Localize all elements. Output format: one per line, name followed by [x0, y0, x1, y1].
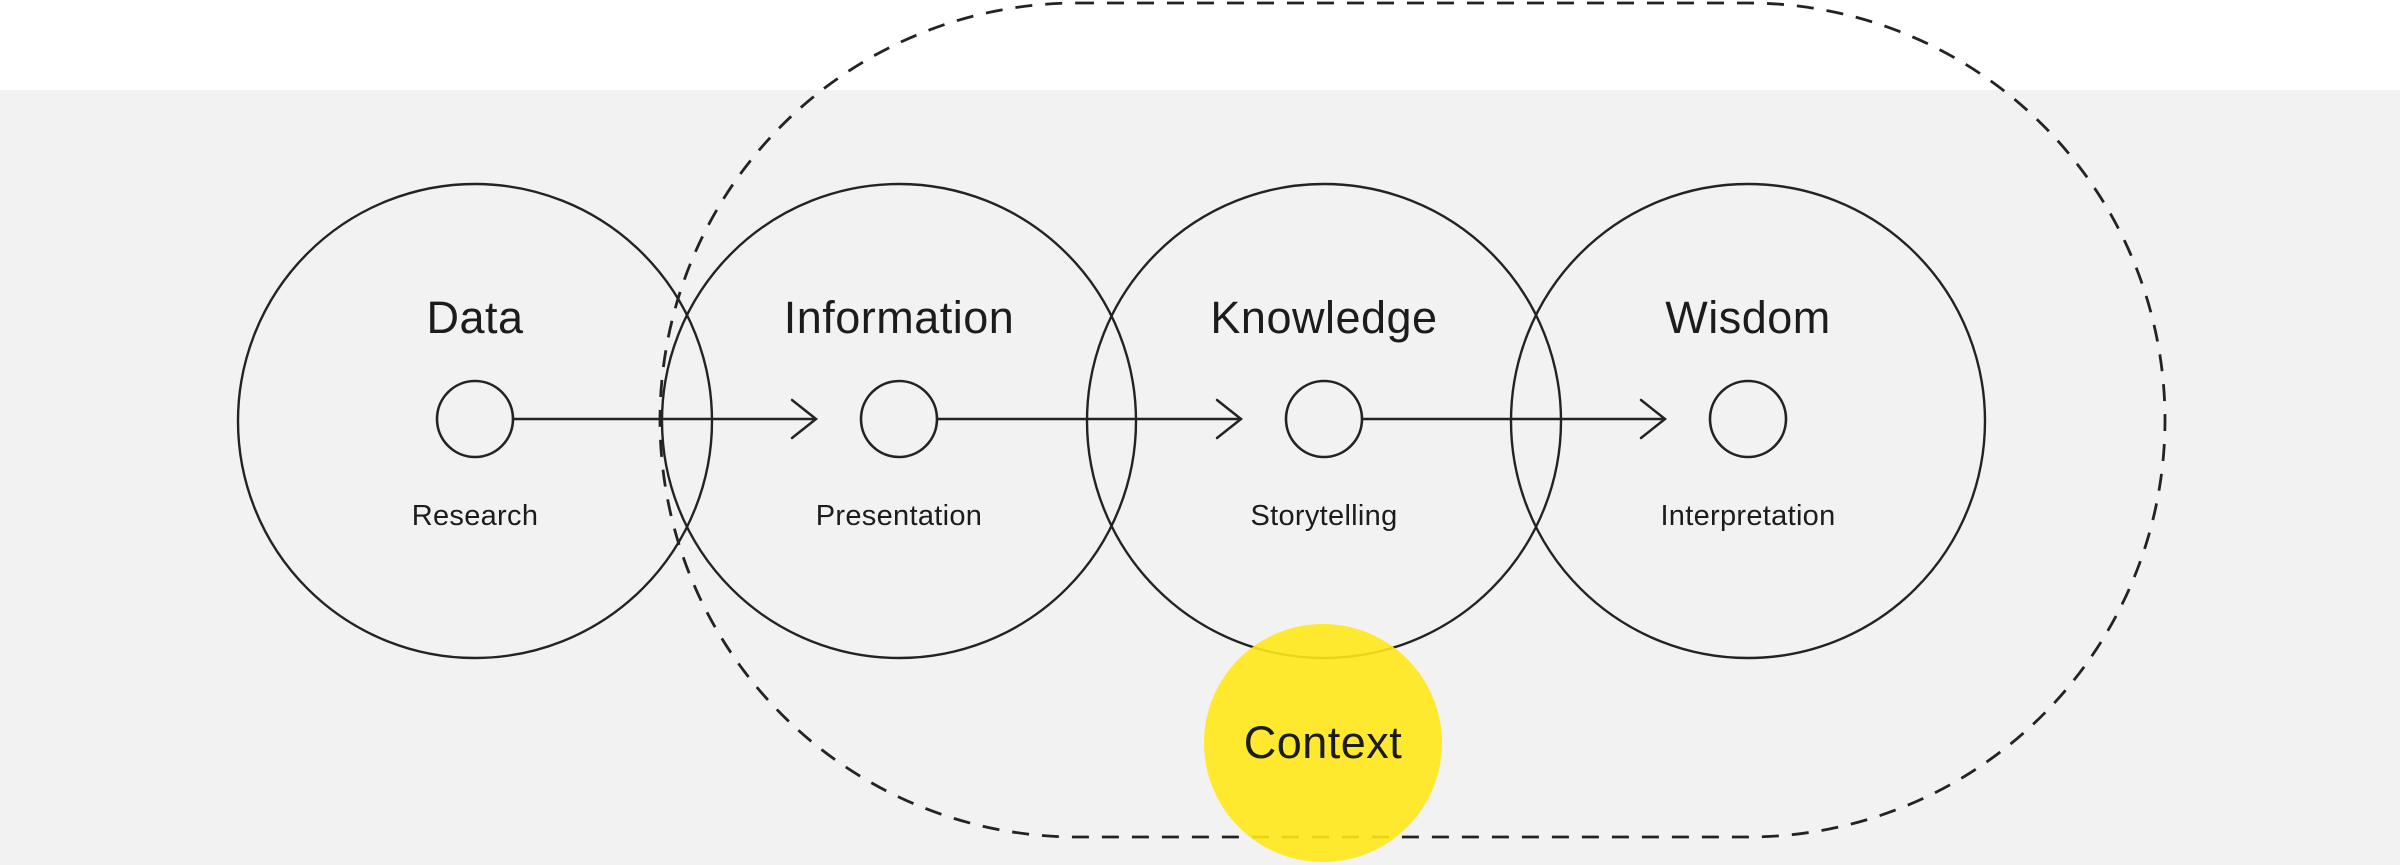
stage-sublabel-research: Research — [412, 500, 539, 532]
arrow-knowledge-to-wisdom — [1362, 398, 1668, 440]
information-node-circle — [859, 379, 939, 459]
stage-sublabel-interpretation: Interpretation — [1660, 500, 1835, 532]
top-white-band — [0, 0, 2400, 90]
knowledge-node-circle — [1284, 379, 1364, 459]
arrow-data-to-information — [513, 398, 819, 440]
wisdom-node-circle — [1708, 379, 1788, 459]
stage-title-knowledge: Knowledge — [1210, 292, 1437, 343]
stage-title-information: Information — [784, 292, 1015, 343]
context-label: Context — [1244, 717, 1403, 768]
stage-sublabel-presentation: Presentation — [816, 500, 982, 532]
information-circle — [660, 182, 1138, 660]
arrow-information-to-knowledge — [937, 398, 1244, 440]
data-node-circle — [435, 379, 515, 459]
wisdom-circle — [1509, 182, 1987, 660]
arrow-head-icon — [1639, 398, 1668, 440]
context-highlight-circle — [1204, 624, 1442, 862]
arrow-head-icon — [790, 398, 819, 440]
arrow-head-icon — [1215, 398, 1244, 440]
stage-title-wisdom: Wisdom — [1665, 292, 1831, 343]
data-circle — [236, 182, 714, 660]
stage-title-data: Data — [426, 292, 524, 343]
stage-sublabel-storytelling: Storytelling — [1250, 500, 1397, 532]
